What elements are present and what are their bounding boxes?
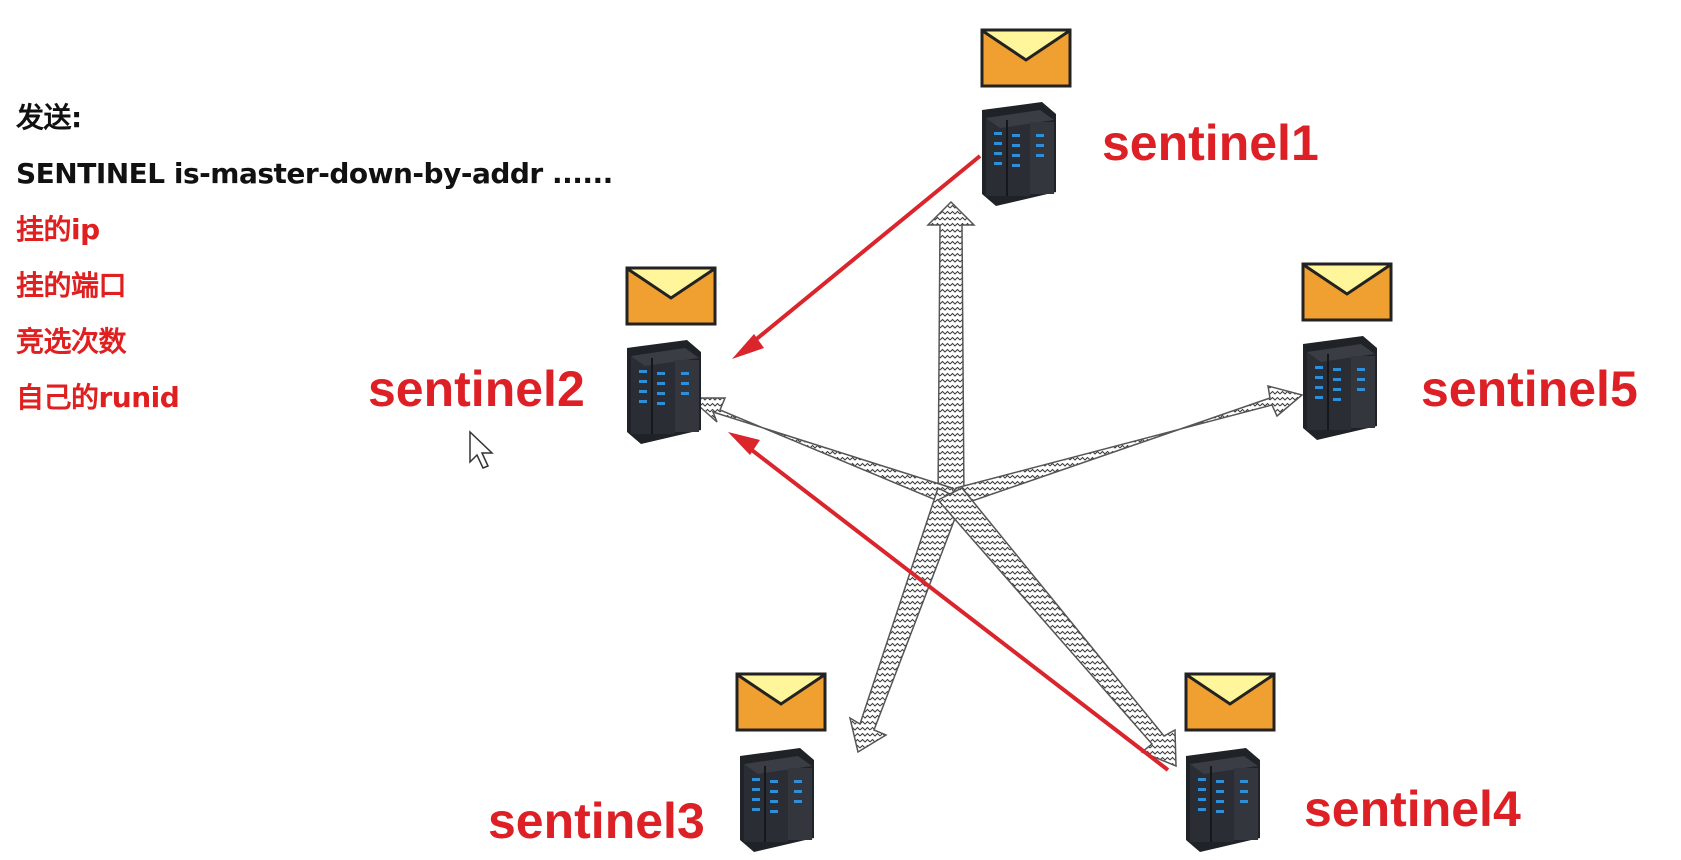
server-rack-icon [740,748,814,852]
envelope-icon [735,672,827,732]
envelope-icon [1184,672,1276,732]
envelope-icon [1301,262,1393,322]
broadcast-arrow-to-sentinel3 [848,486,963,754]
red-arrow-sentinel4-to-sentinel2 [742,442,1170,772]
info-item-port: 挂的端口 [16,269,127,302]
envelope-icon [980,28,1072,88]
broadcast-arrow-to-sentinel2 [688,397,962,512]
mouse-cursor-icon [469,430,494,469]
node-sentinel3: sentinel3 [488,672,827,852]
node-sentinel2: sentinel2 [368,266,717,444]
red-arrow-sentinel1-to-sentinel2 [746,154,982,348]
broadcast-arrows [688,200,1304,768]
info-item-runid: 自己的runid [16,381,180,414]
node-label-sentinel3: sentinel3 [488,793,705,849]
broadcast-arrow-to-sentinel1 [926,200,976,501]
message-info-panel: 发送: SENTINEL is-master-down-by-addr ....… [16,90,613,426]
info-command: SENTINEL is-master-down-by-addr ...... [16,157,613,190]
envelope-icon [625,266,717,326]
info-item-ip: 挂的ip [16,213,100,246]
node-sentinel1: sentinel1 [980,28,1319,206]
red-arrowhead-at-sentinel2-top [732,334,764,359]
info-title: 发送: [16,101,82,134]
broadcast-arrow-to-sentinel5 [944,384,1304,512]
info-item-epoch: 竞选次数 [16,325,127,358]
node-label-sentinel5: sentinel5 [1421,361,1638,417]
broadcast-arrow-to-sentinel4 [936,487,1177,768]
server-rack-icon [627,340,701,444]
node-sentinel5: sentinel5 [1301,262,1638,440]
node-label-sentinel1: sentinel1 [1102,115,1319,171]
node-label-sentinel4: sentinel4 [1304,781,1521,837]
red-arrowhead-at-sentinel2-bottom [728,432,760,455]
node-sentinel4: sentinel4 [1184,672,1521,852]
server-rack-icon [1303,336,1377,440]
node-label-sentinel2: sentinel2 [368,361,585,417]
vote-request-arrows [728,154,1170,772]
server-rack-icon [1186,748,1260,852]
server-rack-icon [982,102,1056,206]
